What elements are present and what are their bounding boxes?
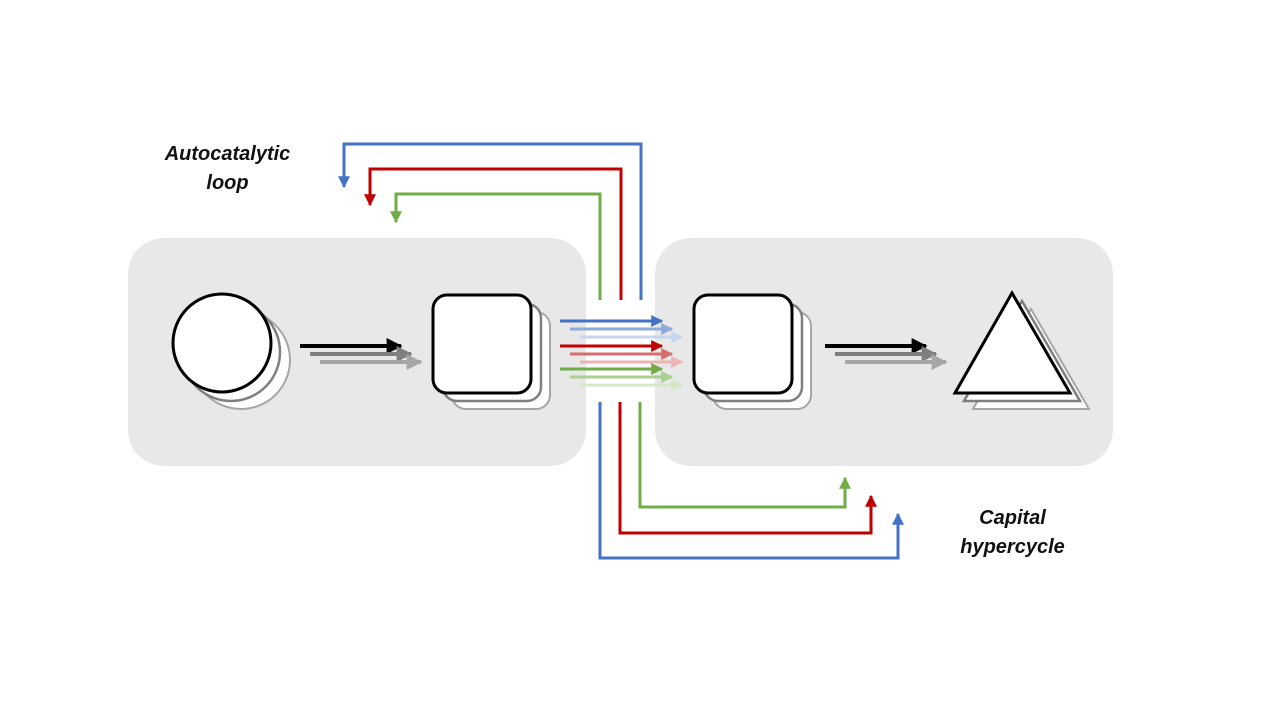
triangle-stack-icon (952, 289, 1091, 410)
autocatalytic-loop-label: Autocatalytic loop (150, 140, 305, 198)
rounded-square-stack-icon-1 (431, 293, 551, 410)
capital-label-line1: Capital (979, 507, 1046, 529)
autocatalytic-label-line1: Autocatalytic (164, 143, 291, 165)
circle-stack-icon (171, 292, 291, 410)
capital-hypercycle-label: Capital hypercycle (940, 504, 1085, 562)
autocatalytic-label-line2: loop (206, 172, 249, 194)
rounded-square-stack-icon-2 (692, 293, 812, 410)
autocatalytic-loop-arrows (338, 142, 643, 300)
capital-hypercycle-arrows (598, 402, 904, 560)
process-arrows-right (825, 338, 948, 370)
transfer-arrows (560, 315, 684, 391)
capital-label-line2: hypercycle (960, 536, 1065, 558)
process-arrows-left (300, 338, 423, 370)
